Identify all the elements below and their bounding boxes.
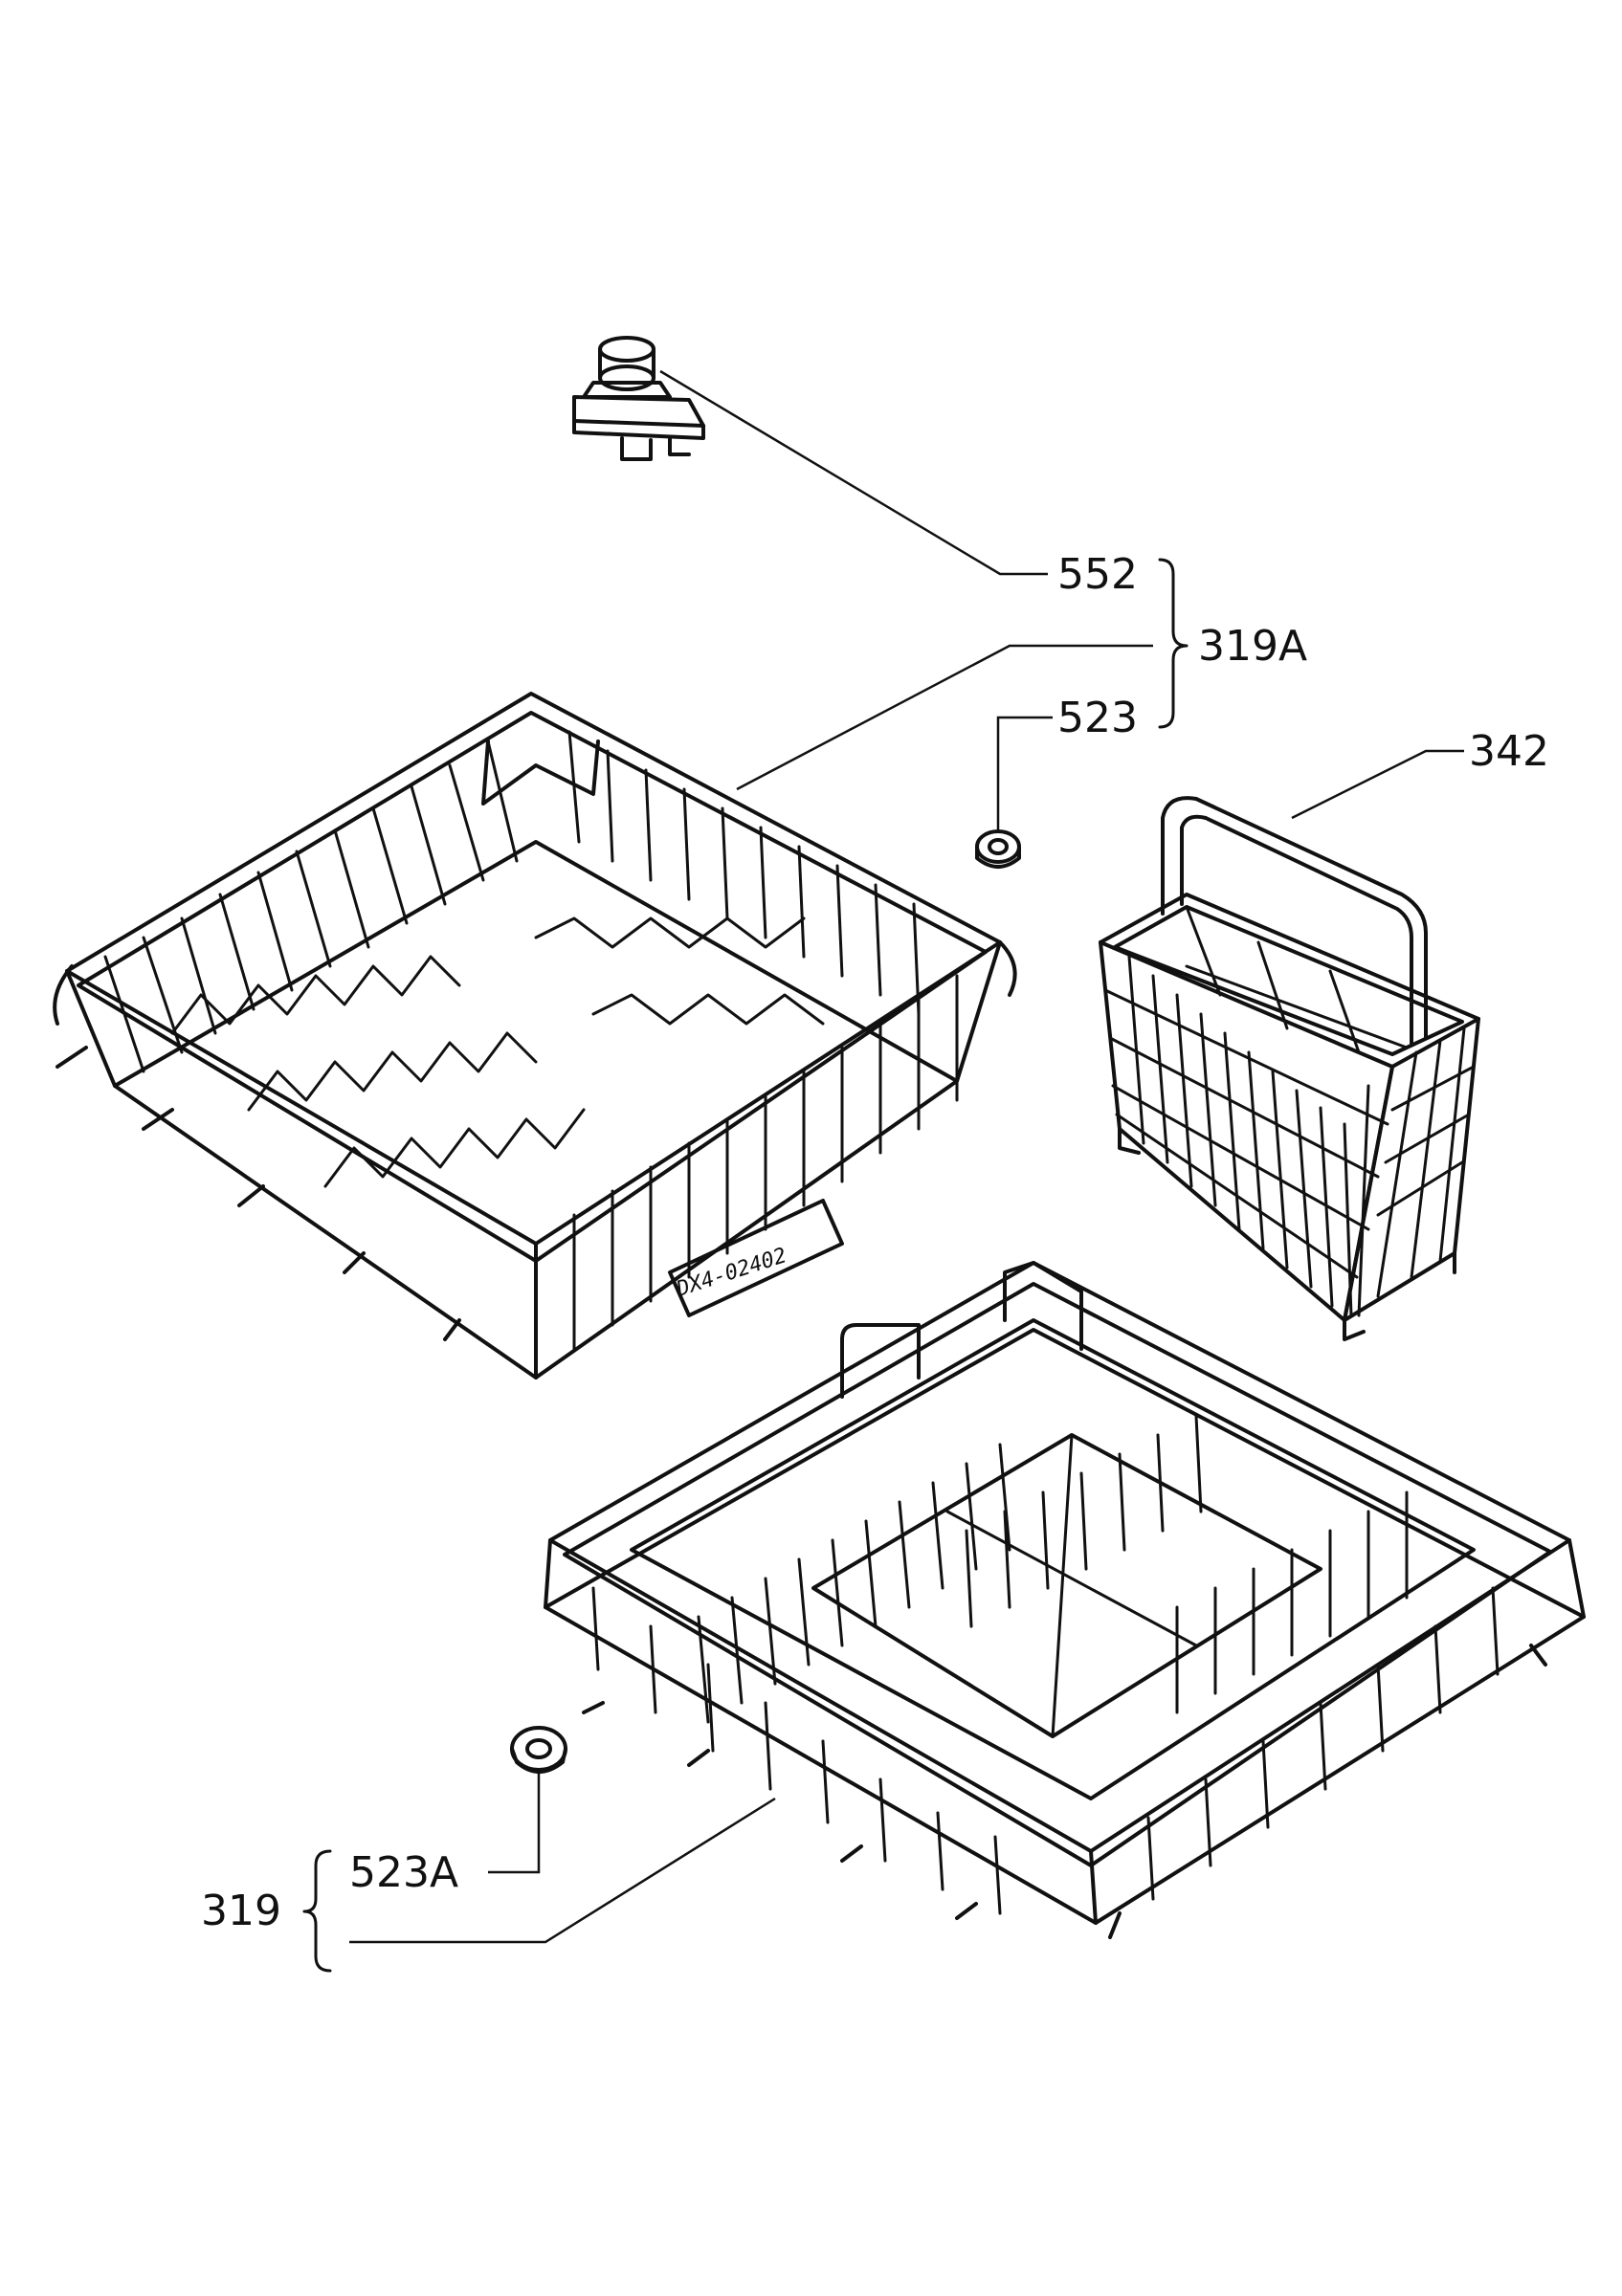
cutlery-basket-drawing [1099,796,1480,1341]
part-523A-drawing [510,1726,567,1774]
lower-basket-drawing [544,1261,1586,1939]
label-342: 342 [1469,727,1549,776]
label-523: 523 [1057,694,1138,742]
label-523A: 523A [349,1848,458,1897]
label-319A: 319A [1198,622,1307,671]
braces [302,558,1189,1973]
label-552: 552 [1057,550,1138,599]
leader-lines [349,369,1464,1944]
part-552-drawing [572,336,705,461]
upper-basket-drawing [53,692,1017,1380]
label-319: 319 [201,1887,281,1935]
part-523-drawing [975,829,1021,869]
